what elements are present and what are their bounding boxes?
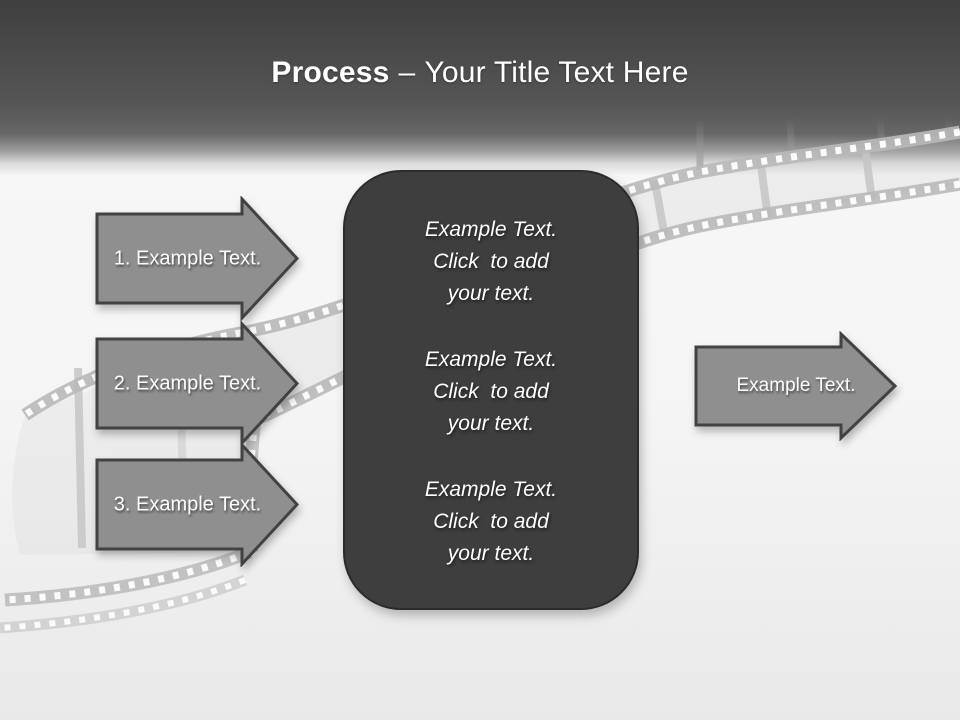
slide-title[interactable]: Process–Your Title Text Here bbox=[0, 55, 960, 91]
arrow-shape bbox=[95, 442, 300, 567]
panel-text-block[interactable]: Example Text. Click to add your text. bbox=[424, 478, 558, 565]
arrow-polygon bbox=[95, 442, 300, 567]
title-emphasis: Process bbox=[271, 56, 390, 89]
arrow-shape bbox=[95, 196, 300, 321]
process-arrow-1[interactable]: 1. Example Text. bbox=[95, 196, 300, 321]
arrow-label: 1. Example Text. bbox=[113, 247, 262, 269]
arrow-label: Example Text. bbox=[736, 375, 856, 396]
output-arrow[interactable]: Example Text. bbox=[694, 331, 898, 441]
panel-text-block[interactable]: Example Text. Click to add your text. bbox=[424, 348, 558, 435]
arrow-shape bbox=[95, 321, 300, 446]
panel-text-block[interactable]: Example Text. Click to add your text. bbox=[424, 218, 558, 305]
title-band bbox=[0, 0, 960, 176]
arrow-shape bbox=[694, 331, 898, 441]
arrow-label: 2. Example Text. bbox=[113, 372, 262, 394]
title-text: Your Title Text Here bbox=[424, 56, 689, 89]
center-panel[interactable]: Example Text. Click to add your text. Ex… bbox=[343, 170, 639, 610]
arrow-label: 3. Example Text. bbox=[113, 493, 262, 515]
process-arrow-2[interactable]: 2. Example Text. bbox=[95, 321, 300, 446]
arrow-polygon bbox=[95, 196, 300, 321]
arrow-polygon bbox=[95, 321, 300, 446]
title-separator: – bbox=[398, 56, 416, 89]
process-arrow-3[interactable]: 3. Example Text. bbox=[95, 442, 300, 567]
arrow-polygon bbox=[694, 331, 898, 441]
